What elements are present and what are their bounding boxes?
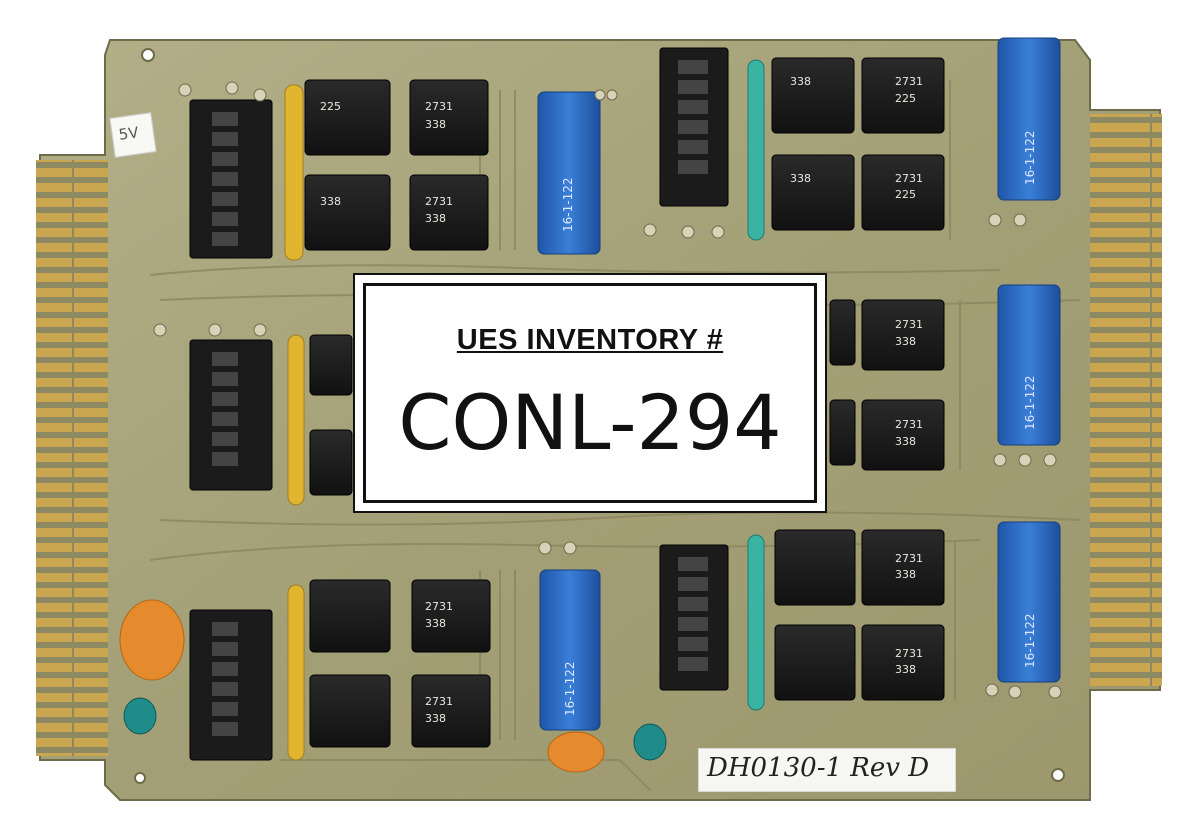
blue-dip-pack: [997, 37, 1061, 201]
ic-chip: [771, 57, 855, 134]
ic-chip: [309, 334, 353, 396]
teal-capacitor: [633, 723, 667, 761]
mounting-hole: [134, 772, 146, 784]
ic-chip: [771, 154, 855, 231]
ic-chip: [309, 429, 353, 496]
inventory-label-heading: UES INVENTORY #: [456, 324, 724, 356]
ic-chip: [774, 624, 856, 701]
chip-marking: 2731: [895, 647, 923, 660]
dip-switch-slots: [212, 60, 708, 736]
ic-chip: [861, 399, 945, 471]
chip-marking: 338: [790, 75, 811, 88]
chip-marking: 225: [320, 100, 341, 113]
inventory-label-border: UES INVENTORY # CONL-294: [363, 283, 817, 503]
dip-marking: 16-1-122: [1023, 614, 1037, 668]
chip-marking: 2731: [425, 195, 453, 208]
ic-chip: [861, 624, 945, 701]
chip-marking: 2731: [425, 100, 453, 113]
teal-capacitor: [123, 697, 157, 735]
voltage-tag-text: 5V: [117, 123, 140, 144]
ic-chip: [409, 174, 489, 251]
chip-marking: 2731: [895, 418, 923, 431]
inventory-label-code: CONL-294: [398, 378, 782, 467]
blue-dip-pack: [997, 521, 1061, 683]
chip-marking: 338: [895, 568, 916, 581]
edge-connector-right: [1090, 114, 1162, 686]
blue-dip-pack: [537, 91, 601, 255]
chip-marking: 2731: [895, 172, 923, 185]
chip-marking: 338: [895, 435, 916, 448]
ic-chip: [861, 57, 945, 134]
inventory-label: UES INVENTORY # CONL-294: [353, 273, 827, 513]
chip-marking: 338: [425, 617, 446, 630]
edge-connector-left: [36, 160, 108, 756]
chip-marking: 2731: [895, 318, 923, 331]
solder-pads: [153, 81, 1062, 699]
chip-marking-text: 2731 338 2731 338 225 338 2731 225 2731 …: [320, 75, 923, 725]
ic-chip: [861, 154, 945, 231]
ic-chip: [411, 579, 491, 653]
handwritten-note-text: DH0130-1 Rev D: [707, 753, 930, 783]
orange-capacitor: [547, 731, 605, 773]
chip-marking: 2731: [425, 695, 453, 708]
ic-chip: [861, 299, 945, 371]
orange-capacitor: [119, 599, 185, 681]
chip-marking: 338: [425, 712, 446, 725]
chip-marking: 338: [895, 335, 916, 348]
chip-marking: 225: [895, 188, 916, 201]
ic-chip: [829, 399, 856, 466]
blue-dip-pack: [997, 284, 1061, 446]
ic-chip: [304, 79, 391, 156]
dip-marking: 16-1-122: [561, 178, 575, 232]
ic-chip: [309, 674, 391, 748]
handwritten-note-sticker: DH0130-1 Rev D: [698, 748, 956, 792]
ic-chip: [409, 79, 489, 156]
blue-pack-marking: 16-1-122 16-1-122 16-1-122 16-1-122 16-1…: [561, 131, 1037, 716]
resistor-teal: [747, 534, 765, 711]
chip-marking: 2731: [895, 552, 923, 565]
chip-marking: 338: [425, 118, 446, 131]
chip-marking: 225: [895, 92, 916, 105]
chip-marking: 338: [320, 195, 341, 208]
ic-chip: [304, 174, 391, 251]
resistor-teal: [747, 59, 765, 241]
dip-marking: 16-1-122: [563, 662, 577, 716]
ic-chip: [829, 299, 856, 366]
ic-chip: [861, 529, 945, 606]
ic-chip: [309, 579, 391, 653]
ic-chip: [411, 674, 491, 748]
mounting-hole: [141, 48, 155, 62]
resistor-yellow: [287, 334, 305, 506]
resistor-bars: [284, 59, 765, 761]
chip-marking: 338: [895, 663, 916, 676]
blue-dip-pack: [539, 569, 601, 731]
ic-chip: [774, 529, 856, 606]
mounting-hole: [1051, 768, 1065, 782]
hp-ic-chips: [304, 57, 945, 748]
chip-marking: 338: [425, 212, 446, 225]
chip-marking: 2731: [425, 600, 453, 613]
chip-marking: 2731: [895, 75, 923, 88]
dip-marking: 16-1-122: [1023, 376, 1037, 430]
resistor-yellow: [287, 584, 305, 761]
blue-resistor-packs: [537, 37, 1061, 731]
resistor-yellow: [284, 84, 304, 261]
voltage-tag: 5V: [109, 112, 157, 158]
chip-marking: 338: [790, 172, 811, 185]
dip-marking: 16-1-122: [1023, 131, 1037, 185]
